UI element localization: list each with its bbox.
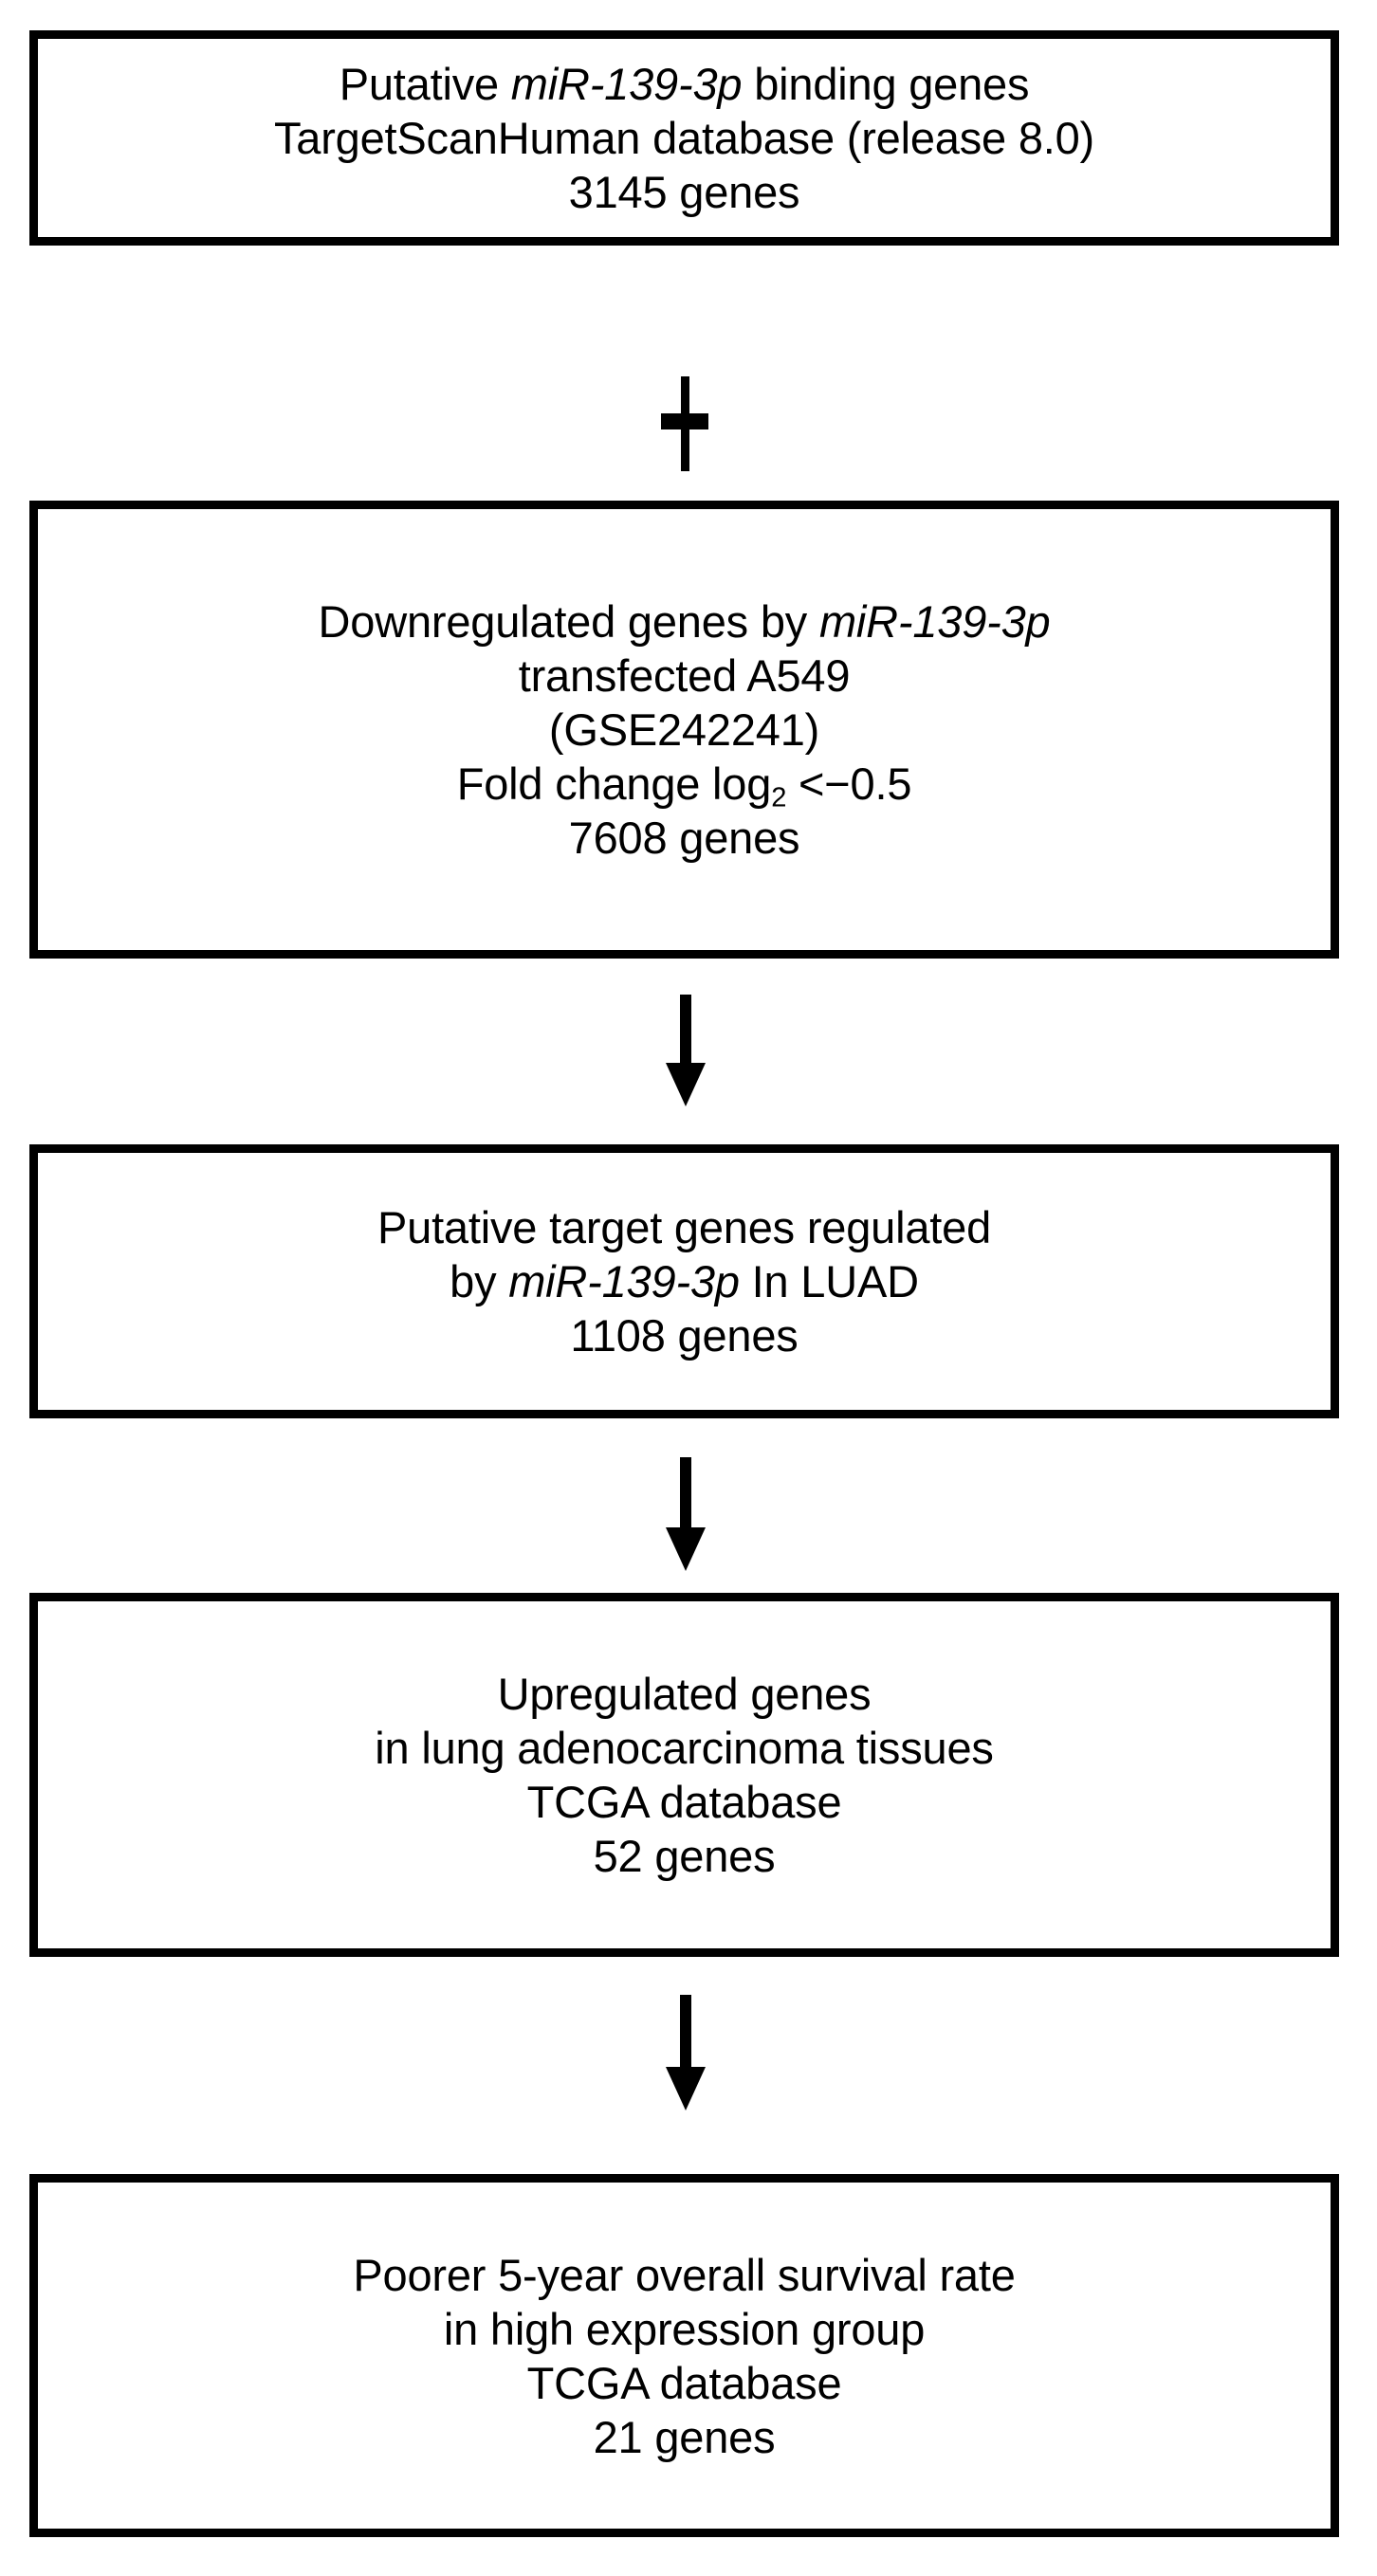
putative-target-genes-box: Putative target genes regulated by miR-1… <box>29 1144 1339 1418</box>
box3-line-2-prefix: by <box>450 1256 509 1306</box>
fold-change-threshold: <−0.5 <box>786 758 912 809</box>
downregulated-genes-box: Downregulated genes by miR-139-3p transf… <box>29 501 1339 959</box>
box2-line-2: transfected A549 <box>518 650 851 701</box>
upregulated-genes-box: Upregulated genes in lung adenocarcinoma… <box>29 1593 1339 1957</box>
box4-gene-count: 52 genes <box>593 1831 776 1881</box>
box3-gene-count: 1108 genes <box>570 1310 799 1361</box>
mirna-name: miR-139-3p <box>818 596 1051 647</box>
box3-line-2-suffix: In LUAD <box>739 1256 919 1306</box>
box1-line-2: TargetScanHuman database (release 8.0) <box>273 113 1095 163</box>
box1-line-1-prefix: Putative <box>339 59 511 109</box>
mirna-name: miR-139-3p <box>510 59 743 109</box>
mirna-name: miR-139-3p <box>508 1256 740 1306</box>
arrow-shaft <box>680 1995 691 2069</box>
box2-fold-change: Fold change log2 <−0.5 <box>456 757 912 813</box>
box2-accession: (GSE242241) <box>548 704 820 755</box>
putative-binding-genes-box: Putative miR-139-3p binding genes Target… <box>29 30 1339 246</box>
plus-horizontal-bar <box>661 413 708 429</box>
box4-line-2: in lung adenocarcinoma tissues <box>375 1723 994 1773</box>
box5-line-2: in high expression group <box>443 2303 926 2354</box>
arrow-shaft <box>680 1457 691 1529</box>
arrow-head <box>666 1063 706 1106</box>
box4-database: TCGA database <box>526 1777 842 1827</box>
arrow-head <box>666 1527 706 1571</box>
box2-gene-count: 7608 genes <box>568 813 800 863</box>
arrow-down-icon <box>666 1457 706 1571</box>
box1-line-1: Putative miR-139-3p binding genes <box>340 57 1030 111</box>
arrow-head <box>666 2067 706 2110</box>
box5-line-1: Poorer 5-year overall survival rate <box>353 2249 1016 2300</box>
poorer-survival-box: Poorer 5-year overall survival rate in h… <box>29 2174 1339 2537</box>
box2-line-1: Downregulated genes by miR-139-3p <box>319 594 1051 649</box>
box1-line-1-suffix: binding genes <box>742 59 1030 109</box>
arrow-down-icon <box>666 1995 706 2110</box>
arrow-down-icon <box>666 995 706 1106</box>
fold-change-prefix: Fold change log <box>456 758 772 809</box>
box4-line-1: Upregulated genes <box>497 1669 872 1719</box>
arrow-shaft <box>680 995 691 1065</box>
box1-gene-count: 3145 genes <box>568 167 800 217</box>
box5-database: TCGA database <box>526 2357 842 2408</box>
log-base-subscript: 2 <box>771 782 787 813</box>
box2-line-1-prefix: Downregulated genes by <box>318 596 819 647</box>
box5-gene-count: 21 genes <box>593 2411 776 2462</box>
box3-line-1: Putative target genes regulated <box>376 1202 992 1252</box>
box3-line-2: by miR-139-3p In LUAD <box>450 1254 919 1308</box>
plus-connector-icon <box>661 376 708 471</box>
